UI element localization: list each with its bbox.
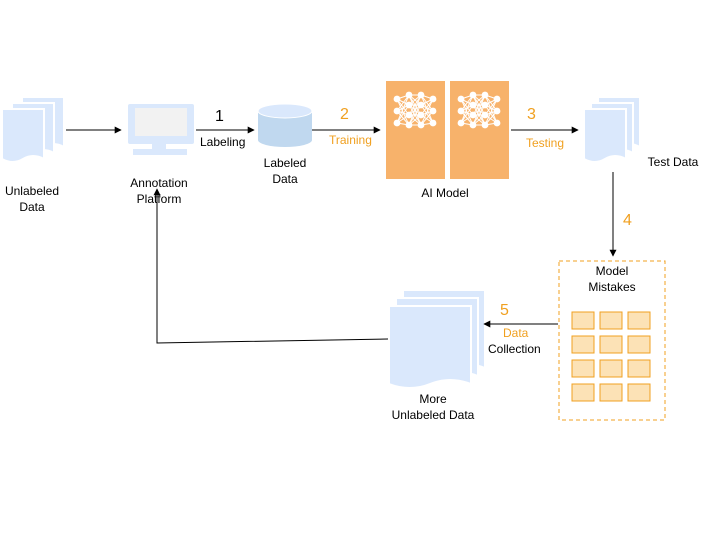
step-3-number: 3 bbox=[527, 106, 536, 123]
database-icon bbox=[257, 103, 313, 147]
step-5-label-line1: Data bbox=[503, 326, 529, 340]
step-2-label: Training bbox=[329, 133, 372, 147]
unlabeled-data-icon bbox=[0, 96, 65, 163]
mistake-cell bbox=[599, 383, 623, 402]
step-1-label: Labeling bbox=[200, 135, 246, 149]
mistake-cell bbox=[627, 359, 651, 378]
neural-network-icon bbox=[457, 91, 501, 129]
mistake-cell bbox=[627, 383, 651, 402]
mistake-cell bbox=[571, 359, 595, 378]
step-3-label: Testing bbox=[526, 136, 565, 150]
mistake-cell bbox=[599, 335, 623, 354]
mistake-cell bbox=[571, 383, 595, 402]
step-5-number: 5 bbox=[500, 302, 509, 319]
mistake-cell bbox=[571, 335, 595, 354]
monitor-icon bbox=[128, 104, 194, 155]
mistake-cell bbox=[627, 311, 651, 330]
neural-network-icon bbox=[393, 91, 437, 129]
test-data-icon bbox=[583, 96, 641, 163]
mistake-cell bbox=[599, 311, 623, 330]
more-unlabeled-data-icon bbox=[388, 289, 486, 389]
mistake-cell bbox=[627, 335, 651, 354]
ai-model-box-right bbox=[450, 81, 509, 179]
step-5-label-line2: Collection bbox=[488, 342, 541, 356]
model-mistakes-box bbox=[558, 260, 666, 421]
step-2-number: 2 bbox=[340, 106, 349, 123]
step-4-number: 4 bbox=[623, 212, 632, 229]
test-data-label: Test Data bbox=[647, 155, 699, 169]
arrow-more-data-to-platform bbox=[153, 188, 389, 344]
mistake-cell bbox=[599, 359, 623, 378]
step-1-number: 1 bbox=[215, 108, 224, 125]
ai-model-box-left bbox=[386, 81, 445, 179]
mistake-cell bbox=[571, 311, 595, 330]
ai-model-label: AI Model bbox=[421, 186, 469, 200]
